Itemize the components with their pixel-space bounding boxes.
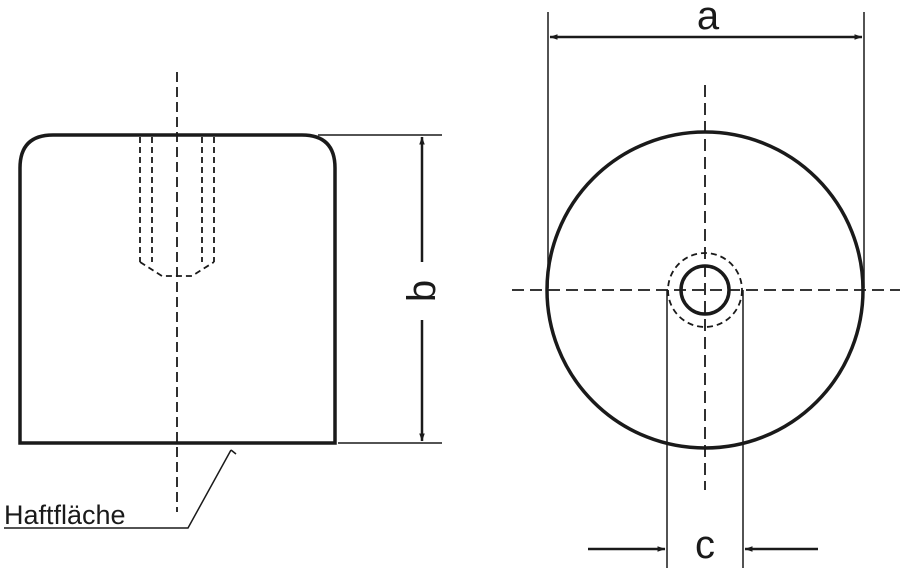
dimension-a <box>547 12 865 288</box>
dimension-label-a: a <box>697 0 720 38</box>
dimension-c <box>588 290 818 568</box>
magnet-body-outline <box>18 133 337 445</box>
threaded-bore-hidden <box>139 137 215 277</box>
dimension-label-c: c <box>695 523 715 567</box>
adhesive-surface-label: Haftfläche <box>4 500 126 530</box>
dimension-label-b: b <box>400 280 444 302</box>
bore-circle <box>679 264 731 316</box>
thread-major-circle-hidden <box>667 252 743 328</box>
dimension-b <box>318 134 442 444</box>
top-view <box>512 85 900 490</box>
adhesive-surface-leader <box>4 449 237 529</box>
side-view <box>18 72 337 512</box>
